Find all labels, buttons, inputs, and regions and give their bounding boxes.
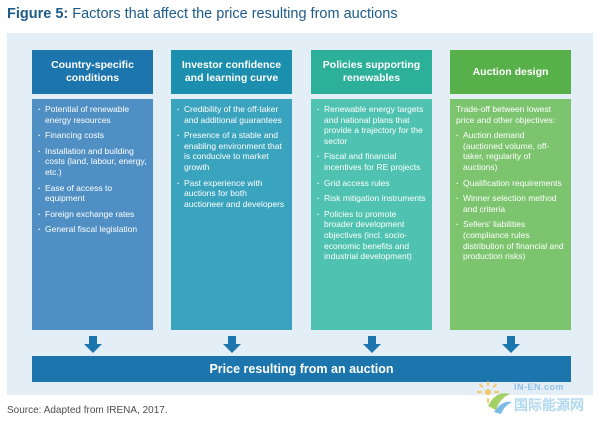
factor-list: Credibility of the off-taker and additio…: [177, 104, 286, 209]
column-body: Credibility of the off-taker and additio…: [171, 99, 292, 330]
column-intro: Trade-off between lowest price and other…: [456, 104, 556, 125]
column-body: Renewable energy targets and national pl…: [311, 99, 432, 330]
factor-list: Auction demand (auctioned volume, off-ta…: [456, 130, 565, 262]
column-header: Policies supporting renewables: [311, 50, 432, 94]
factor-list: Renewable energy targets and national pl…: [317, 104, 426, 262]
factor-item: Installation and building costs (land, l…: [38, 146, 147, 178]
factor-item: Policies to promote broader development …: [317, 209, 426, 262]
column-header: Country-specific conditions: [32, 50, 153, 94]
sun-logo-icon: [477, 381, 512, 414]
figure-label: Figure 5:: [7, 6, 69, 22]
down-arrow-icon: [363, 336, 381, 353]
factor-item: Auction demand (auctioned volume, off-ta…: [456, 130, 565, 172]
factor-item: Sellers' liabilities (compliance rules d…: [456, 219, 565, 261]
source-note: Source: Adapted from IRENA, 2017.: [7, 405, 168, 416]
factor-item: General fiscal legislation: [38, 224, 147, 235]
factor-item: Foreign exchange rates: [38, 209, 147, 220]
factor-item: Winner selection method and criteria: [456, 193, 565, 214]
watermark: IN-EN.com 国际能源网: [474, 376, 598, 418]
down-arrow-icon: [223, 336, 241, 353]
column-body: Potential of renewable energy resources …: [32, 99, 153, 330]
result-bar: Price resulting from an auction: [32, 356, 571, 382]
column-header: Investor confidence and learning curve: [171, 50, 292, 94]
figure-title: Figure 5: Factors that affect the price …: [7, 6, 593, 22]
factor-item: Qualification requirements: [456, 178, 565, 189]
down-arrow-icon: [84, 336, 102, 353]
factor-item: Grid access rules: [317, 178, 426, 189]
factor-item: Ease of access to equipment: [38, 183, 147, 204]
factor-item: Risk mitigation instruments: [317, 193, 426, 204]
column-investor-confidence: Investor confidence and learning curve C…: [171, 50, 292, 330]
column-auction-design: Auction design Trade-off between lowest …: [450, 50, 571, 330]
factor-item: Credibility of the off-taker and additio…: [177, 104, 286, 125]
figure-title-text: Factors that affect the price resulting …: [72, 6, 398, 22]
column-policies: Policies supporting renewables Renewable…: [311, 50, 432, 330]
down-arrow-icon: [502, 336, 520, 353]
watermark-en: IN-EN.com: [514, 382, 565, 392]
column-country-specific: Country-specific conditions Potential of…: [32, 50, 153, 330]
factor-item: Fiscal and financial incentives for RE p…: [317, 151, 426, 172]
column-body: Trade-off between lowest price and other…: [450, 99, 571, 330]
factor-item: Financing costs: [38, 130, 147, 141]
factor-item: Past experience with auctions for both a…: [177, 178, 286, 210]
factor-item: Presence of a stable and enabling enviro…: [177, 130, 286, 172]
factor-list: Potential of renewable energy resources …: [38, 104, 147, 235]
factor-item: Potential of renewable energy resources: [38, 104, 147, 125]
column-header: Auction design: [450, 50, 571, 94]
watermark-cn: 国际能源网: [514, 397, 584, 413]
factor-item: Renewable energy targets and national pl…: [317, 104, 426, 146]
